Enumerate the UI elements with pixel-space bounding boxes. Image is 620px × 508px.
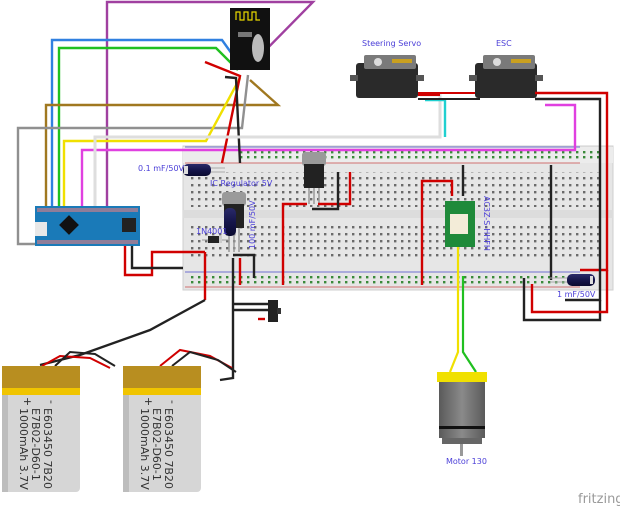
battery-1-line1: E603450 7B20 xyxy=(41,408,54,489)
diode-label: 1N4001 xyxy=(196,227,227,236)
wire-black-radio xyxy=(224,75,242,164)
esc-label: ESC xyxy=(496,39,512,48)
esc xyxy=(469,55,609,302)
battery-1-line2: E7B02-D60-1 xyxy=(29,408,42,481)
regulator-2 xyxy=(302,152,326,204)
wire-magenta xyxy=(80,103,577,210)
wire-red-radio xyxy=(204,60,242,164)
motor-label: Motor 130 xyxy=(446,457,487,466)
capacitor-0.1mf-label: 0.1 mF/50V xyxy=(138,164,185,173)
battery-2-plus: + xyxy=(142,397,155,406)
wires-arduino-radio xyxy=(16,0,577,246)
motor-driver-label: AC3Z-S-HHFH xyxy=(482,196,491,251)
capacitor-1mf xyxy=(550,274,595,286)
battery-2-line3: 1000mAh 3.7V xyxy=(138,408,151,490)
battery-1-line3: 1000mAh 3.7V xyxy=(17,408,30,490)
motor-driver xyxy=(445,201,475,247)
battery-2-minus: - xyxy=(166,400,179,404)
diode-1n4001 xyxy=(202,236,228,243)
capacitor-1mf-label: 1 mF/50V xyxy=(557,290,596,299)
wire-gray xyxy=(16,74,250,210)
battery-2 xyxy=(123,366,201,492)
steering-servo-label: Steering Servo xyxy=(362,39,421,48)
wire-gray-return xyxy=(16,210,40,246)
regulator-label: IC Regulator 5V xyxy=(210,179,273,188)
arduino-nano xyxy=(35,206,140,246)
fritzing-watermark: fritzing xyxy=(578,492,620,507)
motor-130 xyxy=(437,372,487,456)
wire-brown xyxy=(44,79,282,210)
battery-1 xyxy=(2,366,80,492)
motor-wires xyxy=(448,247,477,373)
battery-1-plus: + xyxy=(21,397,34,406)
capacitor-100mf xyxy=(224,208,236,236)
battery-1-minus: - xyxy=(45,400,58,404)
battery-wires xyxy=(41,348,237,373)
battery-2-line1: E603450 7B20 xyxy=(162,408,175,489)
battery-2-line2: E7B02-D60-1 xyxy=(150,408,163,481)
capacitor-0.1mf xyxy=(183,164,225,176)
radio-module xyxy=(230,8,270,70)
steering-servo xyxy=(350,55,480,100)
wire-yellow xyxy=(62,77,242,210)
power-switch[interactable] xyxy=(268,300,281,322)
wire-cyan xyxy=(425,98,447,137)
capacitor-100mf-label: 100 mF/50V xyxy=(248,200,257,249)
